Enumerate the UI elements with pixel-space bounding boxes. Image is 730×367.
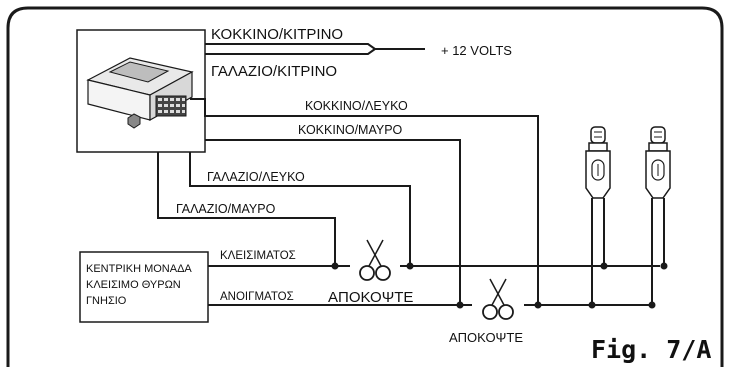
cut-label-2: ΑΠΟΚΟΨΤΕ (449, 330, 523, 345)
label-blue-white: ΓΑΛΑΖΙΟ/ΛΕΥΚΟ (207, 170, 305, 184)
label-blue-yellow: ΓΑΛΑΖΙΟ/ΚΙΤΡΙΝΟ (211, 63, 337, 80)
central-unit-box (79, 251, 209, 323)
label-red-yellow: ΚΟΚΚΙΝΟ/ΚΙΤΡΙΝΟ (211, 26, 343, 43)
label-red-white: ΚΟΚΚΙΝΟ/ΛΕΥΚΟ (305, 99, 408, 113)
module-device-icon (86, 57, 194, 129)
central-unit-line-3: ΓΝΗΣΙΟ (86, 295, 127, 307)
scissors-icon (359, 239, 391, 281)
wire-blue-white (189, 152, 411, 266)
wire-blue-black (157, 152, 336, 266)
figure-label: Fig. 7/A (591, 335, 711, 364)
label-red-black: ΚΟΚΚΙΝΟ/ΜΑΥΡΟ (298, 123, 403, 137)
outer-frame (6, 6, 724, 367)
door-actuator-left (585, 126, 611, 199)
wire-red-yellow (205, 43, 425, 50)
label-lock-wire: ΚΛΕΙΣΙΜΑΤΟΣ (220, 250, 296, 262)
door-actuator-right (645, 126, 671, 199)
wire-red-black (205, 139, 461, 305)
central-unit-line-1: ΚΕΝΤΡΙΚΗ ΜΟΝΑΔΑ (86, 263, 192, 275)
label-unlock-wire: ΑΝΟΙΓΜΑΤΟΣ (220, 291, 294, 303)
label-blue-black: ΓΑΛΑΖΙΟ/ΜΑΥΡΟ (176, 202, 276, 216)
scissors-icon (482, 278, 514, 320)
junction-dots (331, 262, 668, 309)
wire-blue-yellow (205, 48, 376, 55)
central-unit-line-2: ΚΛΕΙΣΙΜΟ ΘΥΡΩΝ (86, 279, 181, 291)
cut-label-1: ΑΠΟΚΟΨΤΕ (328, 289, 413, 306)
wire-red-white (190, 98, 539, 305)
label-plus-12-volts: + 12 VOLTS (441, 43, 512, 58)
